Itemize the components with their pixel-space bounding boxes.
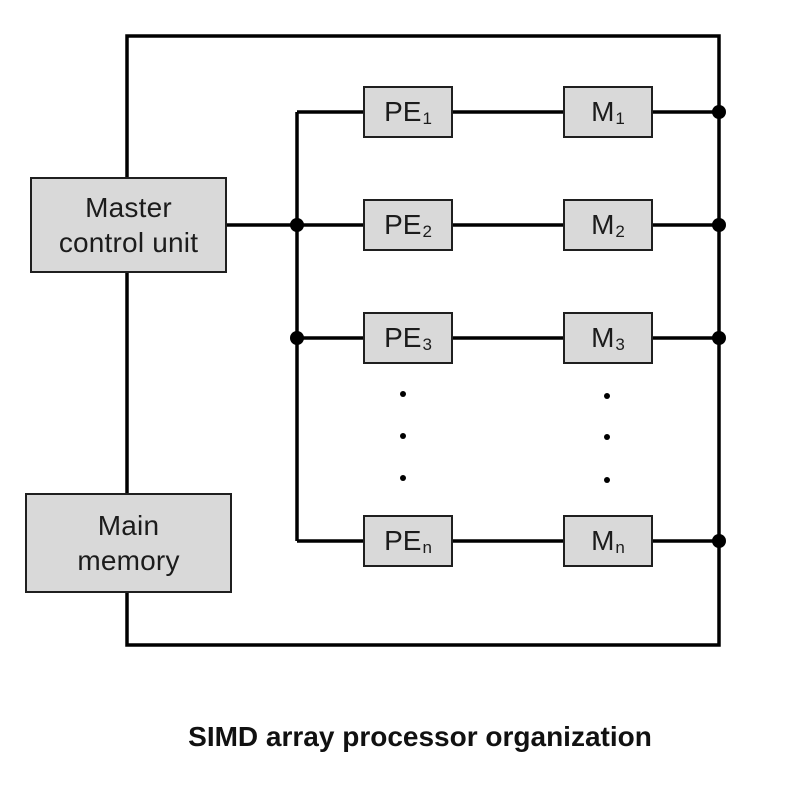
junction-dot bbox=[712, 218, 726, 232]
diagram-caption: SIMD array processor organization bbox=[188, 721, 652, 752]
pe-subscript: n bbox=[422, 537, 432, 557]
memory-subscript: 3 bbox=[615, 334, 625, 354]
ellipsis-dot bbox=[400, 475, 406, 481]
junction-dot bbox=[290, 331, 304, 345]
pe-label: PE bbox=[384, 209, 422, 240]
memory-label: M bbox=[591, 209, 615, 240]
junction-dot bbox=[290, 218, 304, 232]
pe-subscript: 2 bbox=[422, 221, 432, 241]
memory-subscript: n bbox=[615, 537, 625, 557]
memory-subscript: 1 bbox=[615, 108, 625, 128]
junction-dot bbox=[712, 105, 726, 119]
memory-subscript: 2 bbox=[615, 221, 625, 241]
pe-label: PE bbox=[384, 96, 422, 127]
memory-label: M bbox=[591, 322, 615, 353]
master-control-unit-box: Master control unit bbox=[30, 177, 227, 273]
master-control-unit-label-line1: Master bbox=[85, 192, 172, 223]
main-memory-label-line1: Main bbox=[97, 510, 160, 541]
main-memory-box: Main memory bbox=[25, 493, 232, 593]
pe-label: PE bbox=[384, 322, 422, 353]
ellipsis-dot bbox=[400, 433, 406, 439]
pe-subscript: 3 bbox=[422, 334, 432, 354]
pe-label: PE bbox=[384, 525, 422, 556]
main-memory-label-line2: memory bbox=[77, 545, 180, 576]
memory-label: M bbox=[591, 525, 615, 556]
ellipsis-dot bbox=[604, 477, 610, 483]
ellipsis-dot bbox=[400, 391, 406, 397]
ellipsis-dot bbox=[604, 434, 610, 440]
junction-dot bbox=[712, 534, 726, 548]
pe-subscript: 1 bbox=[422, 108, 432, 128]
memory-label: M bbox=[591, 96, 615, 127]
junction-dot bbox=[712, 331, 726, 345]
master-control-unit-label-line2: control unit bbox=[58, 227, 199, 258]
ellipsis-dot bbox=[604, 393, 610, 399]
